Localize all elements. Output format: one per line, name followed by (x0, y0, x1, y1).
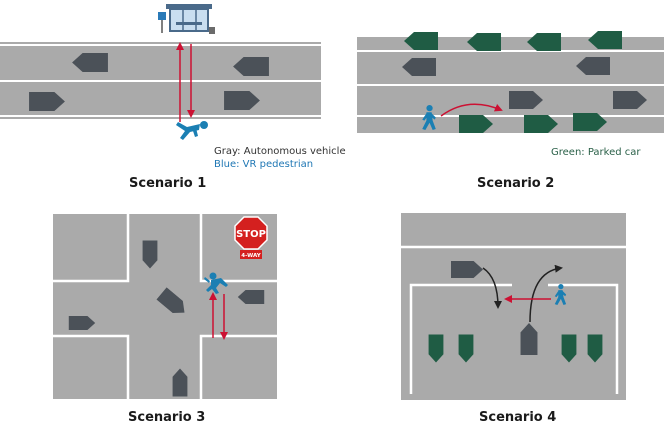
scenario-4-caption: Scenario 4 (479, 410, 557, 425)
scenario-3-panel: STOP 4-WAY (53, 214, 277, 399)
vehicle-path-arrow (529, 264, 563, 323)
stop-sign-icon: STOP 4-WAY (234, 216, 268, 259)
curb-line (548, 283, 619, 394)
vehicle-path-arrow (482, 267, 502, 309)
stop-sign-text: STOP (236, 229, 266, 240)
legend-gray: Gray: Autonomous vehicle (214, 146, 346, 157)
scenario-2-panel (357, 31, 664, 133)
legend-green: Green: Parked car (551, 147, 641, 158)
curb-line (199, 334, 277, 399)
curb-line (199, 214, 277, 283)
legend-blue: Blue: VR pedestrian (214, 159, 314, 170)
scenario-4-panel (401, 213, 626, 400)
scenario-2-caption: Scenario 2 (477, 176, 555, 191)
bus-stop-shelter-icon (158, 4, 215, 34)
parking-lot (401, 213, 626, 400)
curb-line (53, 334, 130, 399)
stop-sign-subtext: 4-WAY (241, 253, 261, 259)
scenario-3-caption: Scenario 3 (128, 410, 206, 425)
path-arrow (440, 103, 503, 117)
scenario-1-caption: Scenario 1 (129, 176, 207, 191)
vr-pedestrian-lying-icon (176, 121, 208, 140)
vr-pedestrian-icon (204, 272, 228, 294)
curb-line (409, 283, 512, 394)
curb-line (53, 214, 130, 283)
scenario-1-panel (0, 4, 321, 140)
